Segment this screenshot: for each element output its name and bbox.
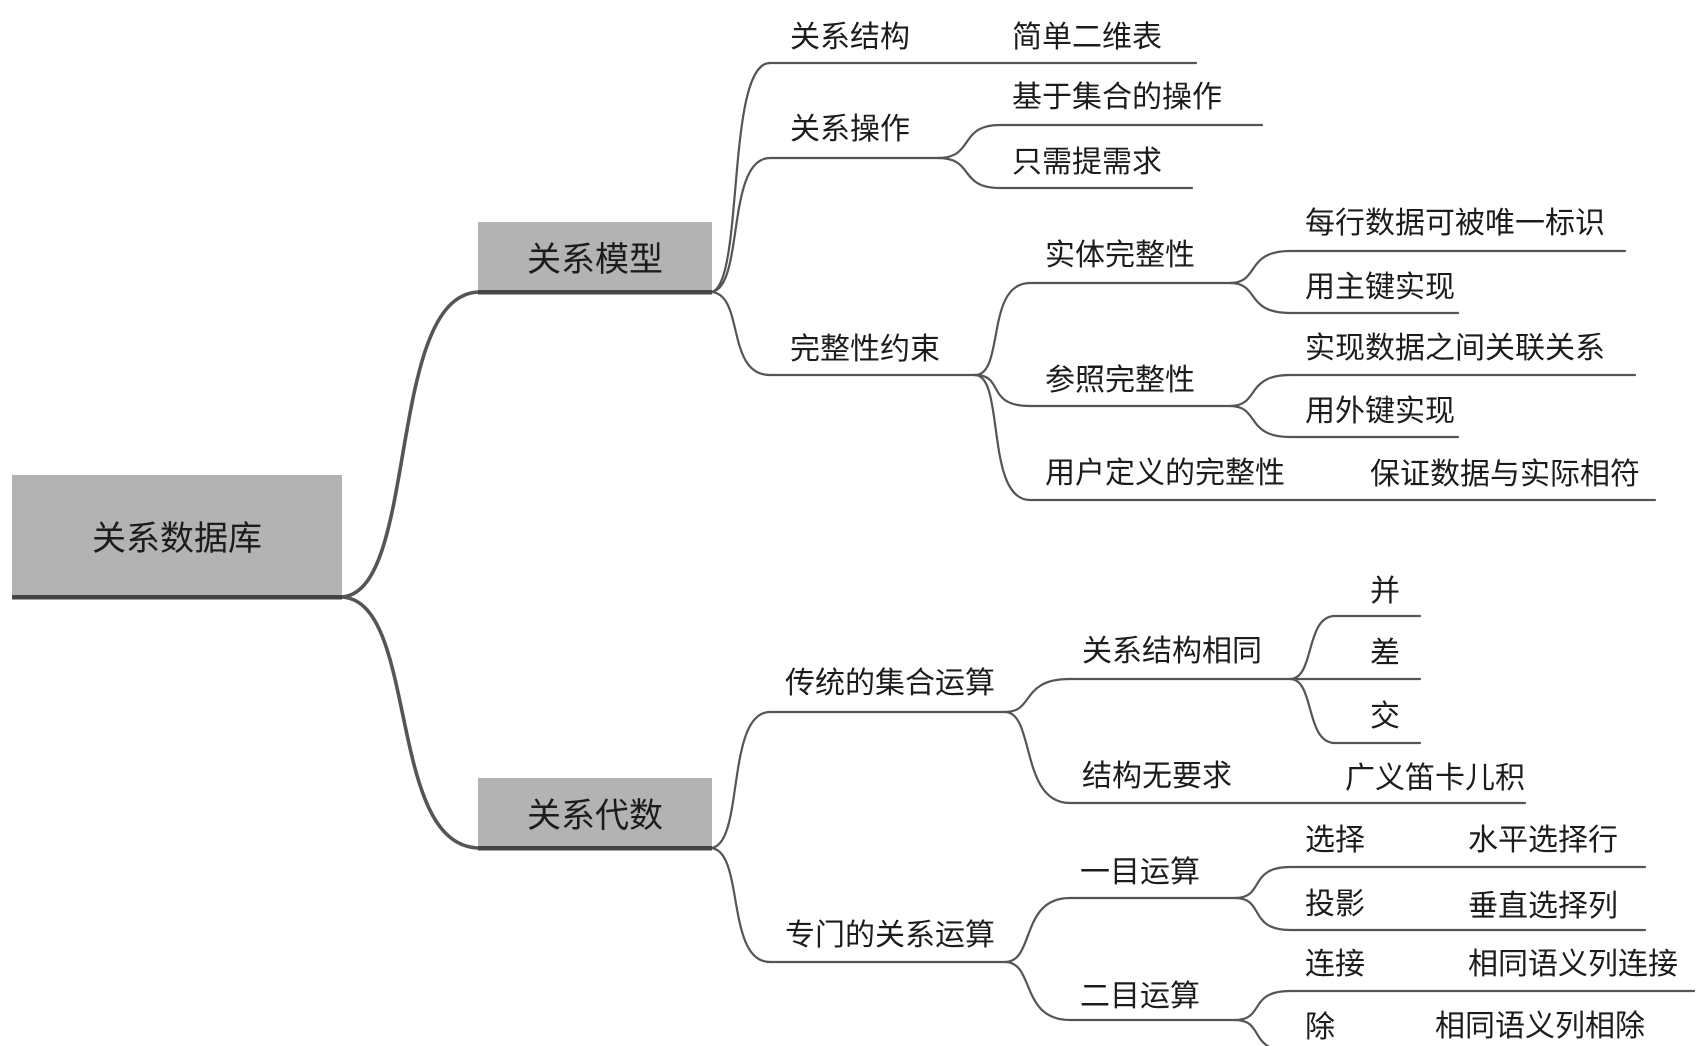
connector (973, 281, 1032, 377)
node-unary-ops: 一目运算 (1080, 855, 1200, 890)
node-label: 关系模型 (527, 239, 663, 280)
connector (708, 290, 772, 377)
node-same-structure: 关系结构相同 (1082, 634, 1262, 669)
node-traditional-set-ops: 传统的集合运算 (785, 666, 995, 701)
leaf-division: 除 (1305, 1010, 1335, 1045)
connector (1233, 989, 1696, 1022)
leaf-projection: 投影 (1305, 887, 1365, 922)
connector (708, 846, 772, 964)
connector (973, 373, 1032, 408)
connector (973, 373, 1032, 502)
node-entity-integrity: 实体完整性 (1045, 238, 1195, 273)
node-referential-integrity: 参照完整性 (1045, 363, 1195, 398)
connector (338, 290, 482, 599)
leaf-join-desc: 相同语义列连接 (1468, 947, 1678, 982)
node-relational-model: 关系模型 (478, 222, 712, 290)
root-node: 关系数据库 (12, 475, 342, 595)
connector (1233, 1018, 1271, 1046)
leaf-only-requirements: 只需提需求 (1012, 145, 1162, 180)
leaf-cartesian-product: 广义笛卡儿积 (1345, 761, 1525, 796)
node-relation-operations: 关系操作 (790, 112, 910, 147)
node-integrity-constraints: 完整性约束 (790, 332, 940, 367)
connector (1233, 896, 1647, 932)
node-no-structure-requirement: 结构无要求 (1082, 759, 1232, 794)
leaf-set-based-ops: 基于集合的操作 (1012, 80, 1222, 115)
connector (1228, 404, 1460, 439)
node-special-relational-ops: 专门的关系运算 (785, 918, 995, 953)
node-label: 关系代数 (527, 795, 663, 836)
leaf-selection-desc: 水平选择行 (1468, 823, 1618, 858)
leaf-selection: 选择 (1305, 823, 1365, 858)
leaf-unique-row: 每行数据可被唯一标识 (1305, 206, 1605, 241)
connector (1288, 677, 1422, 745)
leaf-union: 并 (1370, 574, 1400, 609)
leaf-intersection: 交 (1370, 699, 1400, 734)
leaf-foreign-key: 用外键实现 (1305, 394, 1455, 429)
leaf-data-association: 实现数据之间关联关系 (1305, 331, 1605, 366)
leaf-division-desc: 相同语义列相除 (1435, 1009, 1645, 1044)
connector (1233, 865, 1647, 900)
connector (1288, 614, 1422, 681)
leaf-join: 连接 (1305, 947, 1365, 982)
node-binary-ops: 二目运算 (1080, 979, 1200, 1014)
connector (936, 123, 1264, 160)
leaf-data-matches-reality: 保证数据与实际相符 (1370, 457, 1640, 492)
leaf-simple-table: 简单二维表 (1012, 20, 1162, 55)
node-user-defined-integrity: 用户定义的完整性 (1045, 456, 1285, 491)
node-relation-structure: 关系结构 (790, 20, 910, 55)
root-label: 关系数据库 (92, 518, 262, 559)
connector (338, 595, 482, 850)
leaf-difference: 差 (1370, 636, 1400, 671)
connector (1228, 249, 1627, 285)
node-relational-algebra: 关系代数 (478, 778, 712, 846)
connector (1003, 960, 1072, 1022)
connector (708, 61, 772, 294)
connector (1228, 373, 1637, 408)
leaf-projection-desc: 垂直选择列 (1468, 889, 1618, 924)
leaf-primary-key: 用主键实现 (1305, 270, 1455, 305)
connector (708, 710, 772, 850)
connector (936, 156, 1194, 190)
connector (708, 156, 772, 294)
connector (1003, 677, 1072, 714)
connector (1228, 281, 1460, 315)
connector (1003, 896, 1072, 964)
connector (1003, 710, 1072, 805)
